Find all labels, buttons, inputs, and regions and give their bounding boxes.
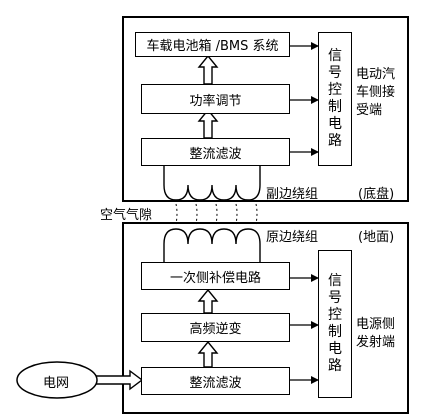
ground-label: (地面) [358,230,395,245]
vehicle-rectifier-label: 整流滤波 [189,146,242,162]
ground-transmitter-label: 电源侧 发射端 [356,317,396,350]
chassis-label: (底盘) [358,187,395,202]
ground-rectifier-block: 整流滤波 [141,367,290,395]
battery-bms-label: 车载电池箱 /BMS 系统 [146,39,279,54]
ground-side-frame [122,222,409,414]
hf-inverter-label: 高频逆变 [189,322,242,337]
vehicle-rectifier-block: 整流滤波 [141,138,290,166]
ground-signal-control-label: 信号控制电路 [328,273,342,374]
vehicle-signal-control-block: 信号控制电路 [318,32,352,166]
ground-signal-control-block: 信号控制电路 [318,250,352,398]
compensation-block: 一次侧补偿电路 [141,262,290,290]
secondary-coil-label: 副边绕组 [266,187,319,202]
hf-inverter-block: 高频逆变 [141,313,290,342]
primary-coil-label: 原边绕组 [266,230,319,245]
power-adjust-label: 功率调节 [189,93,242,109]
compensation-label: 一次侧补偿电路 [169,270,261,286]
vehicle-signal-control-label: 信号控制电路 [328,48,342,149]
vehicle-receiver-label: 电动汽 车侧接 受端 [356,67,396,118]
grid-label: 电网 [43,376,70,391]
battery-bms-block: 车载电池箱 /BMS 系统 [135,32,290,57]
air-gap-label: 空气气隙 [100,208,153,223]
power-adjust-block: 功率调节 [141,84,290,114]
ground-rectifier-label: 整流滤波 [189,375,242,391]
vehicle-side-frame [122,16,409,202]
